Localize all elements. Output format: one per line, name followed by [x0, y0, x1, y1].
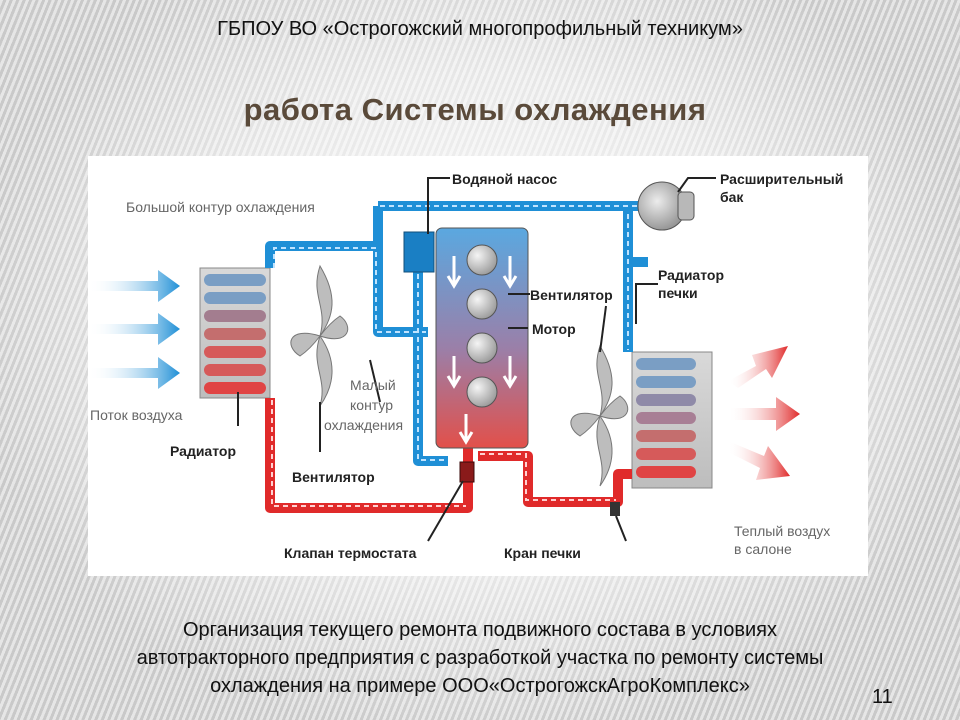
- footer-line-1: Организация текущего ремонта подвижного …: [182, 619, 778, 641]
- label-thermostat-valve: Клапан термостата: [284, 545, 417, 561]
- leader-lines: [237, 177, 716, 542]
- left-fan-icon: [290, 264, 349, 407]
- cooling-diagram-svg: Водяной насос Расширительный бак Большой…: [88, 171, 843, 561]
- label-small-circuit-1: Малый: [350, 377, 396, 393]
- label-fan-left: Вентилятор: [292, 469, 375, 485]
- heater-radiator: [631, 351, 713, 489]
- label-water-pump: Водяной насос: [452, 171, 557, 187]
- label-airflow: Поток воздуха: [90, 407, 183, 423]
- label-heater-radiator-1: Радиатор: [658, 267, 724, 283]
- outgoing-warm-air-arrows: [728, 346, 800, 480]
- incoming-air-arrows: [88, 270, 180, 389]
- label-big-circuit: Большой контур охлаждения: [126, 199, 315, 215]
- slide-title: работа Системы охлаждения: [243, 92, 707, 127]
- page-number: 11: [872, 686, 893, 708]
- water-pump: [403, 231, 435, 273]
- label-fan-right: Вентилятор: [530, 287, 613, 303]
- label-motor: Мотор: [532, 321, 576, 337]
- pipe-flow-lines: [273, 205, 646, 461]
- right-fan-icon: [570, 344, 629, 487]
- label-small-circuit-3: охлаждения: [324, 417, 403, 433]
- label-small-circuit-2: контур: [350, 397, 393, 413]
- label-warm-air-2: в салоне: [734, 541, 792, 557]
- slide-footer: Организация текущего ремонта подвижного …: [60, 616, 900, 700]
- main-radiator: [199, 267, 271, 399]
- label-heater-tap: Кран печки: [504, 545, 581, 561]
- label-heater-radiator-2: печки: [658, 285, 698, 301]
- footer-line-3: охлаждения на примере ООО«ОстрогожскАгро…: [210, 675, 750, 697]
- expansion-tank: [637, 181, 695, 231]
- label-expansion-tank-2: бак: [720, 189, 744, 205]
- thermostat-valve: [459, 461, 475, 483]
- heater-tap: [610, 502, 620, 516]
- label-expansion-tank-1: Расширительный: [720, 171, 843, 187]
- cooling-system-diagram: Водяной насос Расширительный бак Большой…: [88, 156, 868, 576]
- hot-pipe-flow-lines: [271, 400, 616, 507]
- footer-line-2: автотракторного предприятия с разработко…: [136, 647, 824, 669]
- label-radiator: Радиатор: [170, 443, 236, 459]
- institution-header: ГБПОУ ВО «Острогожский многопрофильный т…: [217, 18, 743, 40]
- engine-block: [435, 227, 529, 449]
- label-warm-air-1: Теплый воздух: [734, 523, 830, 539]
